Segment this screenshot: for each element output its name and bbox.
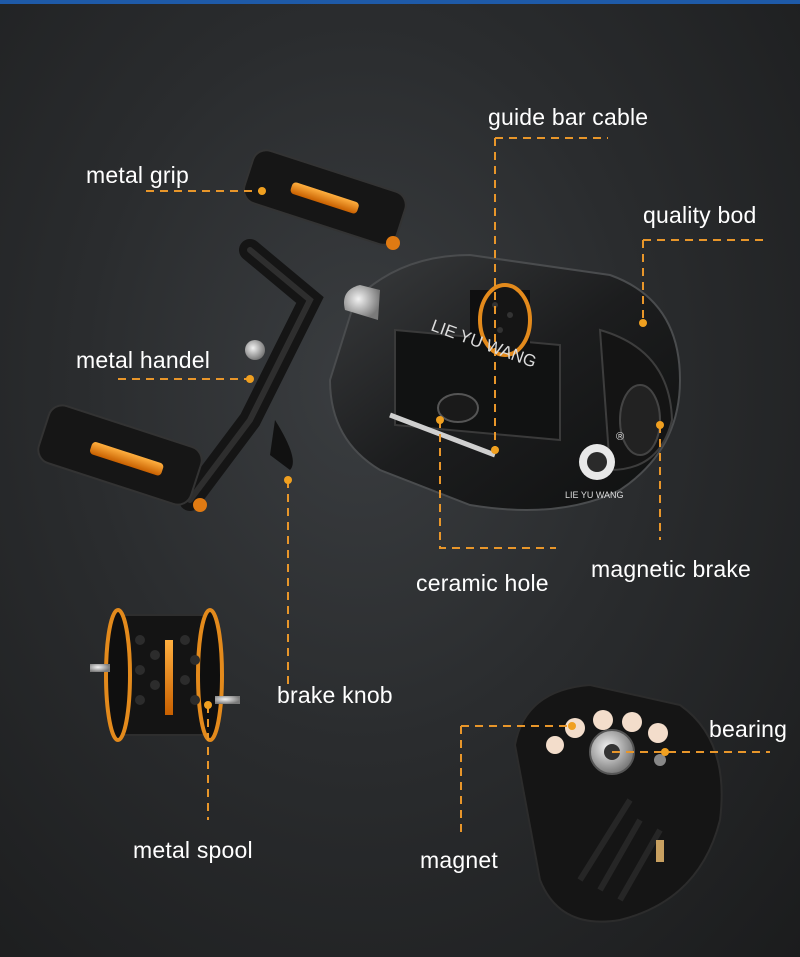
label-metal-grip: metal grip [86,162,189,188]
leader-dots [204,187,669,756]
brand-name-side: LIE YU WANG [565,490,624,500]
brake-plate-part [513,683,723,923]
label-quality-bod: quality bod [643,202,757,228]
label-guide-bar-cable: guide bar cable [488,104,649,130]
label-brake-knob: brake knob [277,682,393,708]
spool-in-body [478,283,532,357]
label-metal-handel: metal handel [76,347,211,373]
lower-grip [37,404,203,506]
label-metal-spool: metal spool [133,837,253,863]
registered-mark: ® [616,431,624,443]
upper-grip [242,149,407,246]
leader-ceramic-hole [439,420,556,549]
magnet-dots [546,710,668,754]
label-bearing: bearing [709,716,788,742]
metal-spool-part [90,608,240,742]
label-ceramic-hole: ceramic hole [416,570,549,596]
top-accent-bar [0,0,800,4]
leader-lines [118,137,770,838]
label-magnetic-brake: magnetic brake [591,556,752,582]
reel-handle [37,149,407,512]
reel-body: ® [328,253,682,511]
brand-logo-icon: ® [579,431,624,480]
label-magnet: magnet [420,847,498,873]
